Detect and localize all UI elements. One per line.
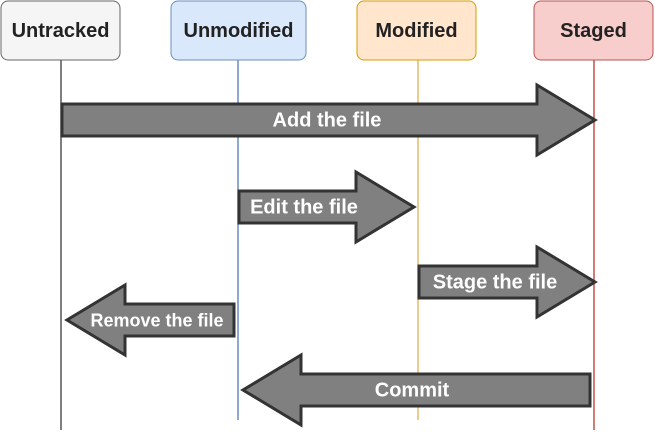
arrow-edit-shape <box>237 169 417 245</box>
arrow-label-edit: Edit the file <box>250 197 358 219</box>
state-box-unmodified: Unmodified <box>170 0 307 61</box>
state-box-unmodified-shape <box>170 0 307 61</box>
state-box-staged-shape <box>533 0 654 61</box>
arrow-commit-shape <box>240 352 592 428</box>
state-box-staged: Staged <box>533 0 654 61</box>
state-label-unmodified: Unmodified <box>184 20 294 42</box>
arrow-label-stage: Stage the file <box>433 272 557 294</box>
arrow-remove-shape <box>64 282 236 358</box>
state-box-modified: Modified <box>356 0 477 61</box>
arrow-label-add: Add the file <box>273 110 382 132</box>
arrow-stage-the-file: Stage the file <box>417 244 598 320</box>
arrow-label-commit: Commit <box>375 380 450 402</box>
arrow-add-shape <box>60 82 598 158</box>
state-headers: Untracked Unmodified Modified Staged <box>0 0 654 61</box>
state-box-untracked: Untracked <box>0 0 121 61</box>
state-box-modified-shape <box>356 0 477 61</box>
state-label-untracked: Untracked <box>12 20 110 42</box>
transition-arrows: Add the file Edit the file Stage the fil… <box>60 82 598 428</box>
arrow-stage-shape <box>417 244 598 320</box>
arrow-edit-the-file: Edit the file <box>237 169 417 245</box>
arrow-add-the-file: Add the file <box>60 82 598 158</box>
state-box-untracked-shape <box>0 0 121 61</box>
state-label-modified: Modified <box>375 20 457 42</box>
arrow-remove-the-file: Remove the file <box>64 282 236 358</box>
state-label-staged: Staged <box>560 20 627 42</box>
arrow-commit: Commit <box>240 352 592 428</box>
arrow-label-remove: Remove the file <box>90 311 223 331</box>
